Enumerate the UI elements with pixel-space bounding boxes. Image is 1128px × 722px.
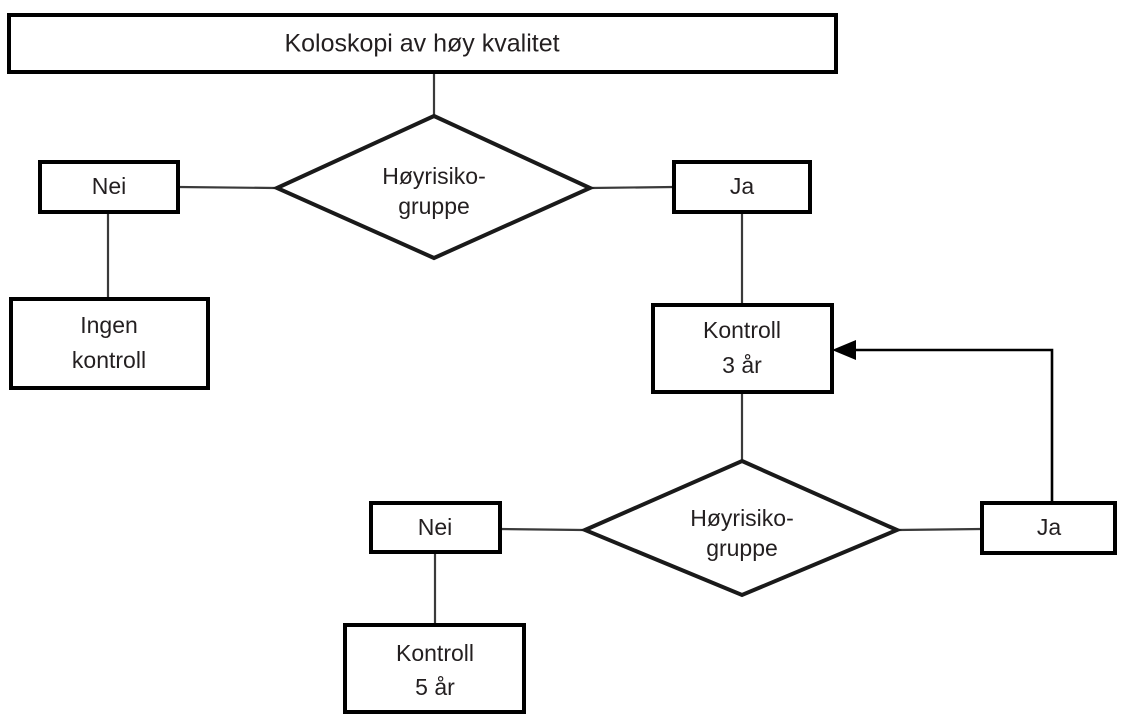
connector-decision1-to-nei (177, 185, 276, 190)
node-decision-2: Høyrisiko- gruppe (579, 458, 903, 598)
connector-decision2-to-ja (896, 527, 983, 532)
connector-ja-loop-to-kontroll3 (845, 348, 1054, 503)
node-kontroll-3-ar-label-line2: 3 år (722, 352, 762, 378)
node-decision-2-yes: Ja (980, 501, 1117, 555)
node-decision-1-no-box (38, 160, 180, 214)
node-ingen-kontroll-box (9, 297, 210, 390)
node-decision-2-no: Nei (369, 501, 502, 554)
node-kontroll-5-ar-label-line1: Kontroll (396, 640, 474, 666)
connector-decision1-to-ja (589, 185, 675, 190)
node-decision-1-yes-label: Ja (730, 173, 755, 199)
node-kontroll-3-ar-label-line1: Kontroll (703, 317, 781, 343)
node-decision-1-diamond (272, 113, 595, 261)
node-kontroll-5-ar-box (343, 623, 526, 714)
node-kontroll-5-ar: Kontroll 5 år (343, 623, 526, 714)
node-decision-1-no-label: Nei (92, 173, 127, 199)
node-decision-2-yes-label: Ja (1037, 514, 1062, 540)
node-decision-1-yes-box (672, 160, 812, 214)
node-decision-2-no-box (369, 501, 502, 554)
node-decision-1-yes: Ja (672, 160, 812, 214)
node-title-label: Koloskopi av høy kvalitet (284, 30, 559, 58)
node-title: Koloskopi av høy kvalitet (7, 13, 838, 74)
node-ingen-kontroll-label-line2: kontroll (72, 347, 146, 373)
node-kontroll-3-ar-box (651, 303, 834, 394)
arrow-head-icon (832, 340, 856, 360)
node-decision-2-label-line1: Høyrisiko- (690, 505, 794, 531)
node-decision-2-no-label: Nei (418, 514, 453, 540)
node-decision-2-yes-box (980, 501, 1117, 555)
node-kontroll-3-ar: Kontroll 3 år (651, 303, 834, 394)
node-decision-2-diamond (579, 458, 903, 598)
connector-decision2-to-nei (499, 527, 584, 532)
node-decision-1: Høyrisiko- gruppe (272, 113, 595, 261)
node-decision-2-label-line2: gruppe (706, 535, 778, 561)
node-decision-1-label-line1: Høyrisiko- (382, 163, 486, 189)
node-ingen-kontroll-label-line1: Ingen (80, 312, 138, 338)
node-ingen-kontroll: Ingen kontroll (9, 297, 210, 390)
node-kontroll-5-ar-label-line2: 5 år (415, 674, 455, 700)
node-title-box (7, 13, 838, 74)
node-decision-1-label-line2: gruppe (398, 193, 470, 219)
node-decision-1-no: Nei (38, 160, 180, 214)
